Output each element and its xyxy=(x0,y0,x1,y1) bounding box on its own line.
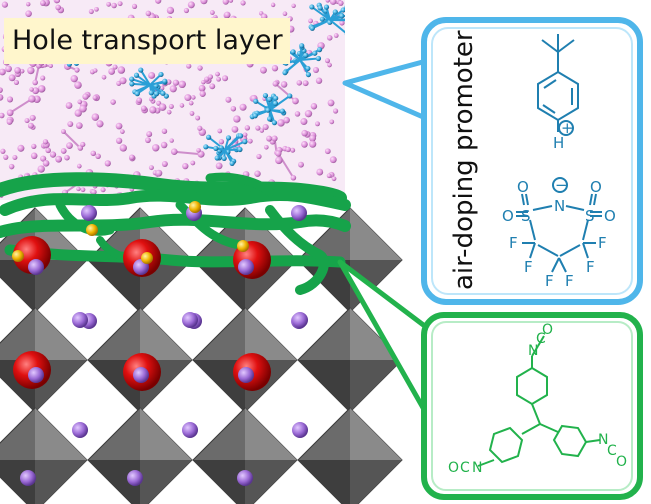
tfsi-f5-label: F xyxy=(545,272,554,290)
triiso-top-o-label: O xyxy=(542,322,553,338)
cyclic-sulfonimide-structure: − N S S O O O O F F F F F F xyxy=(502,176,616,290)
tfsi-o-right-label: O xyxy=(604,207,616,225)
triiso-left-n-label: N xyxy=(472,460,482,476)
crosslinker-callout xyxy=(337,259,643,500)
triiso-right-c-label: C xyxy=(607,443,617,459)
tfsi-o-top-right-label: O xyxy=(590,178,602,196)
hole-transport-layer-label: Hole transport layer xyxy=(4,18,290,64)
triiso-top-n-label: N xyxy=(528,343,538,359)
tfsi-f2-label: F xyxy=(524,258,533,276)
tfsi-f4-label: F xyxy=(586,258,595,276)
tfsi-f1-label: F xyxy=(509,234,518,252)
triiso-left-c-label: C xyxy=(460,460,470,476)
polymer-network xyxy=(0,172,351,295)
tfsi-o-left-label: O xyxy=(502,207,514,225)
tfsi-charge: − xyxy=(555,176,568,194)
pyridinium-h-label: H xyxy=(553,134,564,152)
tert-butylpyridinium-structure: + H xyxy=(537,34,579,152)
triiso-top-c-label: C xyxy=(536,331,546,347)
tfsi-s-right-label: S xyxy=(585,207,595,225)
triiso-right-o-label: O xyxy=(616,454,627,470)
triisocyanate-structure: N C O O C N N C O xyxy=(448,322,627,476)
triiso-left-o-label: O xyxy=(448,460,459,476)
tfsi-n-label: N xyxy=(554,197,565,215)
tfsi-o-top-left-label: O xyxy=(517,178,529,196)
air-doping-promoter-label: air-doping promoter xyxy=(449,30,479,290)
tfsi-f3-label: F xyxy=(598,234,607,252)
perovskite-cations xyxy=(12,201,308,486)
tfsi-s-left-label: S xyxy=(521,207,531,225)
triiso-right-n-label: N xyxy=(598,432,608,448)
pyridinium-charge: + xyxy=(561,119,574,137)
tfsi-f6-label: F xyxy=(565,272,574,290)
